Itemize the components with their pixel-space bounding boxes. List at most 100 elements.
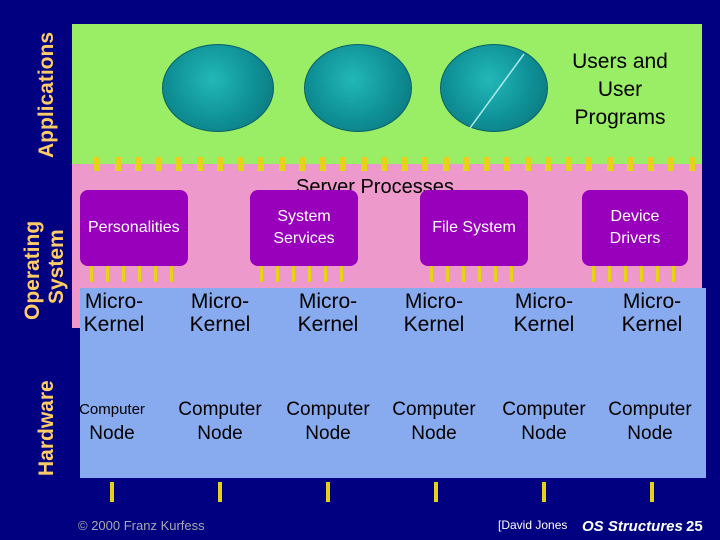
application-connector <box>381 157 387 171</box>
application-connector <box>155 157 162 171</box>
course-title: OS Structures <box>582 518 683 535</box>
micro-kernel-label-3: Micro-Kernel <box>274 290 382 336</box>
node-pin-1 <box>110 482 114 502</box>
micro-kernel-line-2: Kernel <box>297 313 359 336</box>
computer-label-5: Computer <box>502 399 586 420</box>
computer-node-label-3: Computer Node <box>274 398 382 446</box>
computer-node-3 <box>296 288 404 478</box>
computer-node-1 <box>80 288 188 478</box>
operating-system-side-label-line1: Operating <box>21 220 44 320</box>
server-box-personalities: Personalities <box>80 190 188 266</box>
credit-text: [David Jones <box>498 518 568 532</box>
micro-kernel-line-1: Micro- <box>298 290 358 313</box>
server-box-system-services: System Services <box>250 190 358 266</box>
computer-node-4 <box>402 288 510 478</box>
computer-label-6: Computer <box>608 399 692 420</box>
micro-kernel-line-2: Kernel <box>83 313 145 336</box>
application-connector <box>668 157 674 171</box>
micro-kernel-label-1: Micro-Kernel <box>60 290 168 336</box>
server-pin <box>292 266 295 282</box>
server-label-device-drivers: Device Drivers <box>609 208 661 247</box>
users-and-user-programs-label: Users and User Programs <box>540 48 700 132</box>
application-connector <box>278 157 285 171</box>
micro-kernel-label-2: Micro-Kernel <box>166 290 274 336</box>
computer-node-6 <box>598 288 706 478</box>
server-pin <box>106 266 109 282</box>
server-label-file-system: File System <box>432 219 516 236</box>
micro-kernel-line-2: Kernel <box>403 313 465 336</box>
application-connector <box>237 157 244 171</box>
server-pins-personalities <box>88 266 178 282</box>
application-oval-3 <box>440 44 548 132</box>
server-label-personalities: Personalities <box>88 219 180 236</box>
micro-kernel-line-1: Micro- <box>622 290 682 313</box>
application-connector <box>442 157 449 171</box>
application-oval-2 <box>304 44 412 132</box>
computer-node-label-2: Computer Node <box>166 398 274 446</box>
users-label-line-2: User <box>597 78 643 101</box>
application-connector <box>565 157 572 171</box>
server-pin <box>138 266 141 282</box>
application-connector <box>135 157 141 171</box>
server-pin <box>592 266 595 282</box>
node-label-6: Node <box>627 423 673 444</box>
application-connector <box>504 157 510 171</box>
server-pin <box>430 266 433 282</box>
oval-highlight-line <box>469 53 525 129</box>
application-connector <box>545 157 551 171</box>
hardware-side-label: Hardware <box>35 380 58 476</box>
server-pins-device-drivers <box>590 266 680 282</box>
node-pin-6 <box>650 482 654 502</box>
server-pin <box>308 266 311 282</box>
users-label-line-3: Programs <box>574 106 666 129</box>
application-connector <box>422 157 428 171</box>
application-connector <box>319 157 326 171</box>
application-connector <box>401 157 408 171</box>
micro-kernel-label-6: Micro-Kernel <box>598 290 706 336</box>
node-label-4: Node <box>411 423 457 444</box>
page-number: 25 <box>686 518 703 535</box>
application-connector <box>483 157 490 171</box>
application-connector <box>627 157 633 171</box>
application-connector <box>176 157 182 171</box>
server-pin <box>122 266 125 282</box>
node-pin-4 <box>434 482 438 502</box>
application-connector <box>196 157 203 171</box>
node-pin-3 <box>326 482 330 502</box>
server-pin <box>656 266 659 282</box>
copyright-text: © 2000 Franz Kurfess <box>78 518 205 533</box>
server-pin <box>260 266 263 282</box>
server-pin <box>446 266 449 282</box>
server-pin <box>672 266 675 282</box>
server-pin <box>324 266 327 282</box>
server-pin <box>608 266 611 282</box>
computer-node-label-1: Computer Node <box>58 398 166 446</box>
application-connector <box>606 157 613 171</box>
applications-side-label: Applications <box>35 31 58 158</box>
application-connector <box>299 157 305 171</box>
node-label-5: Node <box>521 423 567 444</box>
computer-label-2: Computer <box>178 399 262 420</box>
server-pin <box>462 266 465 282</box>
application-connector <box>258 157 264 171</box>
computer-node-label-6: Computer Node <box>596 398 704 446</box>
computer-label-4: Computer <box>392 399 476 420</box>
application-connector <box>463 157 469 171</box>
node-label-3: Node <box>305 423 351 444</box>
micro-kernel-line-1: Micro- <box>514 290 574 313</box>
server-label-system-services: System Services <box>273 208 335 247</box>
computer-node-label-5: Computer Node <box>490 398 598 446</box>
node-label-1: Node <box>89 423 135 444</box>
server-pin <box>276 266 279 282</box>
server-pin <box>340 266 343 282</box>
micro-kernel-line-1: Micro- <box>404 290 464 313</box>
server-pin <box>510 266 513 282</box>
application-connector <box>217 157 223 171</box>
server-box-file-system: File System <box>420 190 528 266</box>
micro-kernel-label-5: Micro-Kernel <box>490 290 598 336</box>
application-oval-1 <box>162 44 274 132</box>
server-pins-file-system <box>428 266 518 282</box>
computer-label-3: Computer <box>286 399 370 420</box>
computer-node-label-4: Computer Node <box>380 398 488 446</box>
server-pin <box>170 266 173 282</box>
